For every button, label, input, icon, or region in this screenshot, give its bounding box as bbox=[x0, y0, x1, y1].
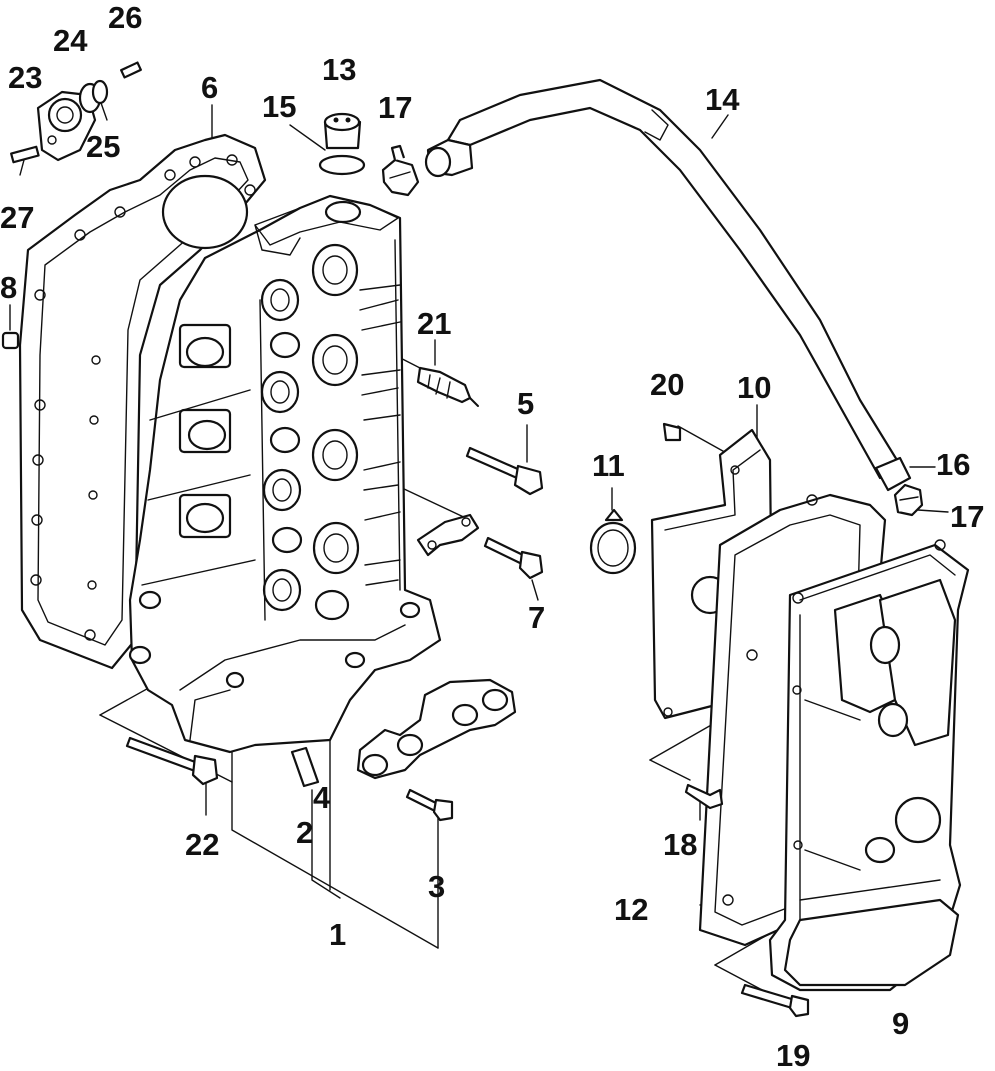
callout-24: 24 bbox=[53, 23, 88, 58]
pin-2 bbox=[290, 746, 320, 788]
bolt-18 bbox=[684, 783, 724, 810]
hose-clip-top bbox=[381, 144, 420, 197]
o-ring bbox=[318, 154, 366, 176]
filler-cap bbox=[323, 112, 362, 150]
callout-19: 19 bbox=[776, 1038, 810, 1071]
callout-4: 4 bbox=[313, 780, 331, 815]
callout-7: 7 bbox=[528, 600, 545, 635]
exhaust-cover bbox=[768, 539, 970, 992]
callout-23: 23 bbox=[8, 60, 42, 95]
bracket-clip bbox=[416, 513, 480, 557]
thermostat-cover-assembly bbox=[10, 61, 142, 164]
bolt-5 bbox=[465, 446, 544, 496]
bolt-19 bbox=[740, 983, 810, 1018]
callout-8: 8 bbox=[0, 270, 17, 305]
callout-25: 25 bbox=[86, 129, 120, 164]
callout-11: 11 bbox=[592, 448, 625, 483]
callout-17-top: 17 bbox=[378, 90, 412, 125]
bolt-7 bbox=[483, 536, 544, 580]
bolt-3 bbox=[405, 788, 454, 822]
hose bbox=[424, 78, 912, 492]
screw-20 bbox=[662, 422, 682, 442]
hose-clip-right bbox=[893, 483, 924, 517]
callout-13: 13 bbox=[322, 52, 356, 87]
clamp-bracket bbox=[356, 678, 517, 780]
dowel-pin bbox=[1, 331, 20, 350]
callout-6: 6 bbox=[201, 70, 218, 105]
callout-27: 27 bbox=[0, 200, 34, 235]
spark-plug bbox=[416, 366, 479, 407]
seal-ring bbox=[589, 508, 637, 575]
callout-1: 1 bbox=[329, 917, 346, 952]
valve-ports bbox=[260, 243, 360, 621]
callout-14: 14 bbox=[705, 82, 740, 117]
callout-12: 12 bbox=[614, 892, 648, 927]
callout-2: 2 bbox=[296, 815, 313, 850]
callout-10: 10 bbox=[737, 370, 771, 405]
callout-9: 9 bbox=[892, 1006, 909, 1041]
callout-22: 22 bbox=[185, 827, 219, 862]
cylinder-head-gasket bbox=[18, 133, 267, 670]
callout-16: 16 bbox=[936, 447, 970, 482]
bolt-22 bbox=[125, 736, 219, 786]
callout-26: 26 bbox=[108, 0, 142, 35]
callout-5: 5 bbox=[517, 386, 534, 421]
callout-20: 20 bbox=[650, 367, 684, 402]
callout-17-right: 17 bbox=[950, 499, 984, 534]
callout-21: 21 bbox=[417, 306, 451, 341]
callout-15: 15 bbox=[262, 89, 296, 124]
callout-3: 3 bbox=[428, 869, 445, 904]
cylinder-head bbox=[128, 194, 442, 754]
callout-18: 18 bbox=[663, 827, 697, 862]
